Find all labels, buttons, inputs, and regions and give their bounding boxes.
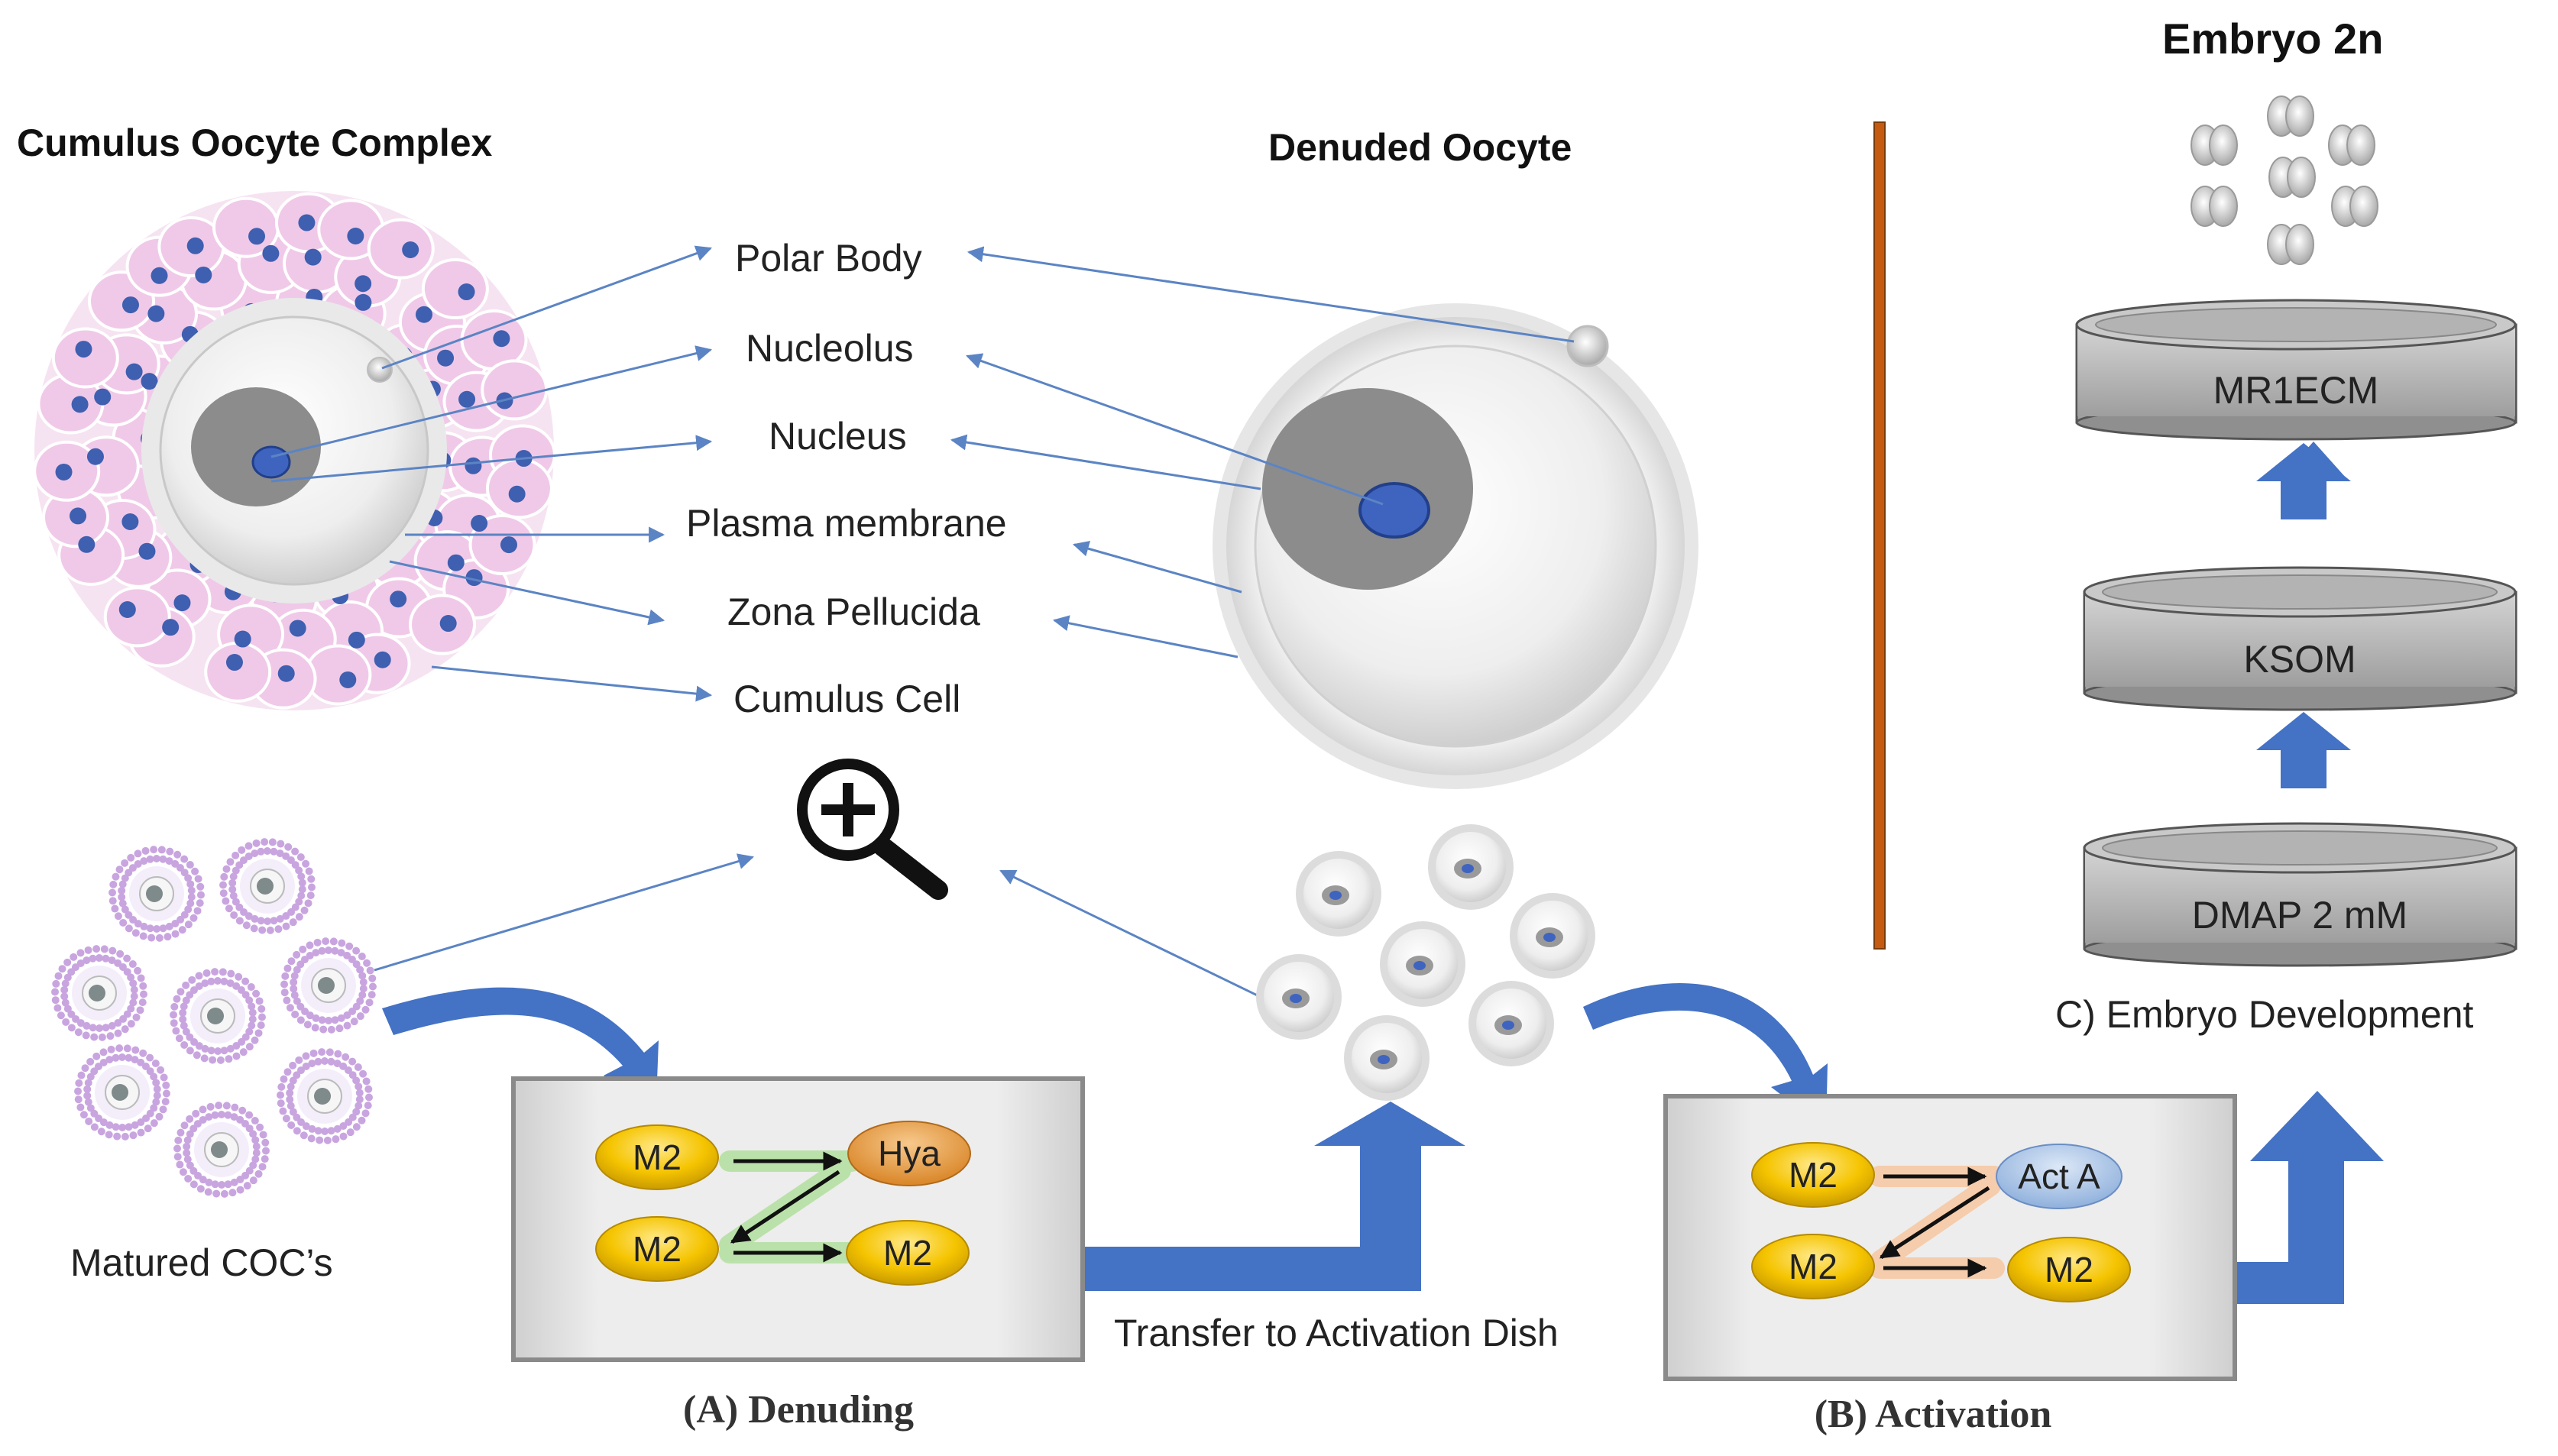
- denuding-oocyte-3: M2: [883, 1233, 932, 1273]
- caption-activation: (B) Activation: [1815, 1393, 2052, 1436]
- denuding-oocyte-1: M2: [633, 1137, 682, 1177]
- denuded-oocyte: [1213, 303, 1698, 789]
- section-divider: [1873, 121, 1886, 950]
- activation-oocyte-2: M2: [1789, 1247, 1838, 1286]
- label-polar-body: Polar Body: [735, 237, 922, 280]
- denuded-oocyte-cluster: [1256, 824, 1595, 1101]
- label-plasma-membrane: Plasma membrane: [686, 502, 1007, 545]
- magnifier-plus-icon: [797, 759, 948, 900]
- heading-denuded-oocyte: Denuded Oocyte: [1268, 126, 1572, 169]
- culture-dishes: MR1ECM KSOM DMAP 2 mM: [2075, 299, 2518, 967]
- caption-denuding: (A) Denuding: [683, 1388, 914, 1432]
- label-transfer-to-activation-dish: Transfer to Activation Dish: [1114, 1312, 1559, 1354]
- activation-oocyte-3: M2: [2045, 1250, 2093, 1289]
- nucleus: [1262, 388, 1473, 590]
- polar-body: [1566, 325, 1609, 367]
- dish-mr1ecm: MR1ECM: [2075, 299, 2518, 441]
- denuding-dish: M2 Hya M2 M2: [511, 1076, 1085, 1362]
- activation-act-a: Act A: [2018, 1157, 2100, 1196]
- dish-label-mr1ecm: MR1ECM: [2213, 369, 2379, 412]
- cumulus-oocyte-complex: [33, 191, 556, 710]
- dish-dmap: DMAP 2 mM: [2083, 822, 2518, 967]
- denuding-oocyte-2: M2: [633, 1229, 682, 1269]
- label-zona-pellucida: Zona Pellucida: [727, 590, 980, 633]
- embryo-2n-cluster: [2190, 95, 2378, 265]
- activation-dish: M2 Act A M2 M2: [1663, 1094, 2237, 1381]
- dish-label-dmap: DMAP 2 mM: [2192, 894, 2407, 937]
- pointer-lines: [270, 245, 1575, 1002]
- caption-embryo-development: C) Embryo Development: [2055, 993, 2474, 1036]
- activation-oocyte-1: M2: [1789, 1155, 1838, 1195]
- nucleolus: [1358, 482, 1430, 539]
- matured-coc-cluster: [51, 838, 377, 1198]
- label-matured-cocs: Matured COC’s: [70, 1241, 333, 1284]
- heading-embryo-2n: Embryo 2n: [2162, 15, 2383, 63]
- denuding-hya: Hya: [878, 1134, 941, 1173]
- dish-ksom: KSOM: [2083, 566, 2518, 711]
- dish-label-ksom: KSOM: [2243, 638, 2356, 681]
- label-nucleolus: Nucleolus: [746, 327, 914, 370]
- structure-labels: Polar Body Nucleolus Nucleus Plasma memb…: [686, 237, 1007, 720]
- label-cumulus-cell: Cumulus Cell: [733, 678, 960, 720]
- label-nucleus: Nucleus: [769, 415, 907, 458]
- heading-cumulus-oocyte-complex: Cumulus Oocyte Complex: [17, 121, 493, 164]
